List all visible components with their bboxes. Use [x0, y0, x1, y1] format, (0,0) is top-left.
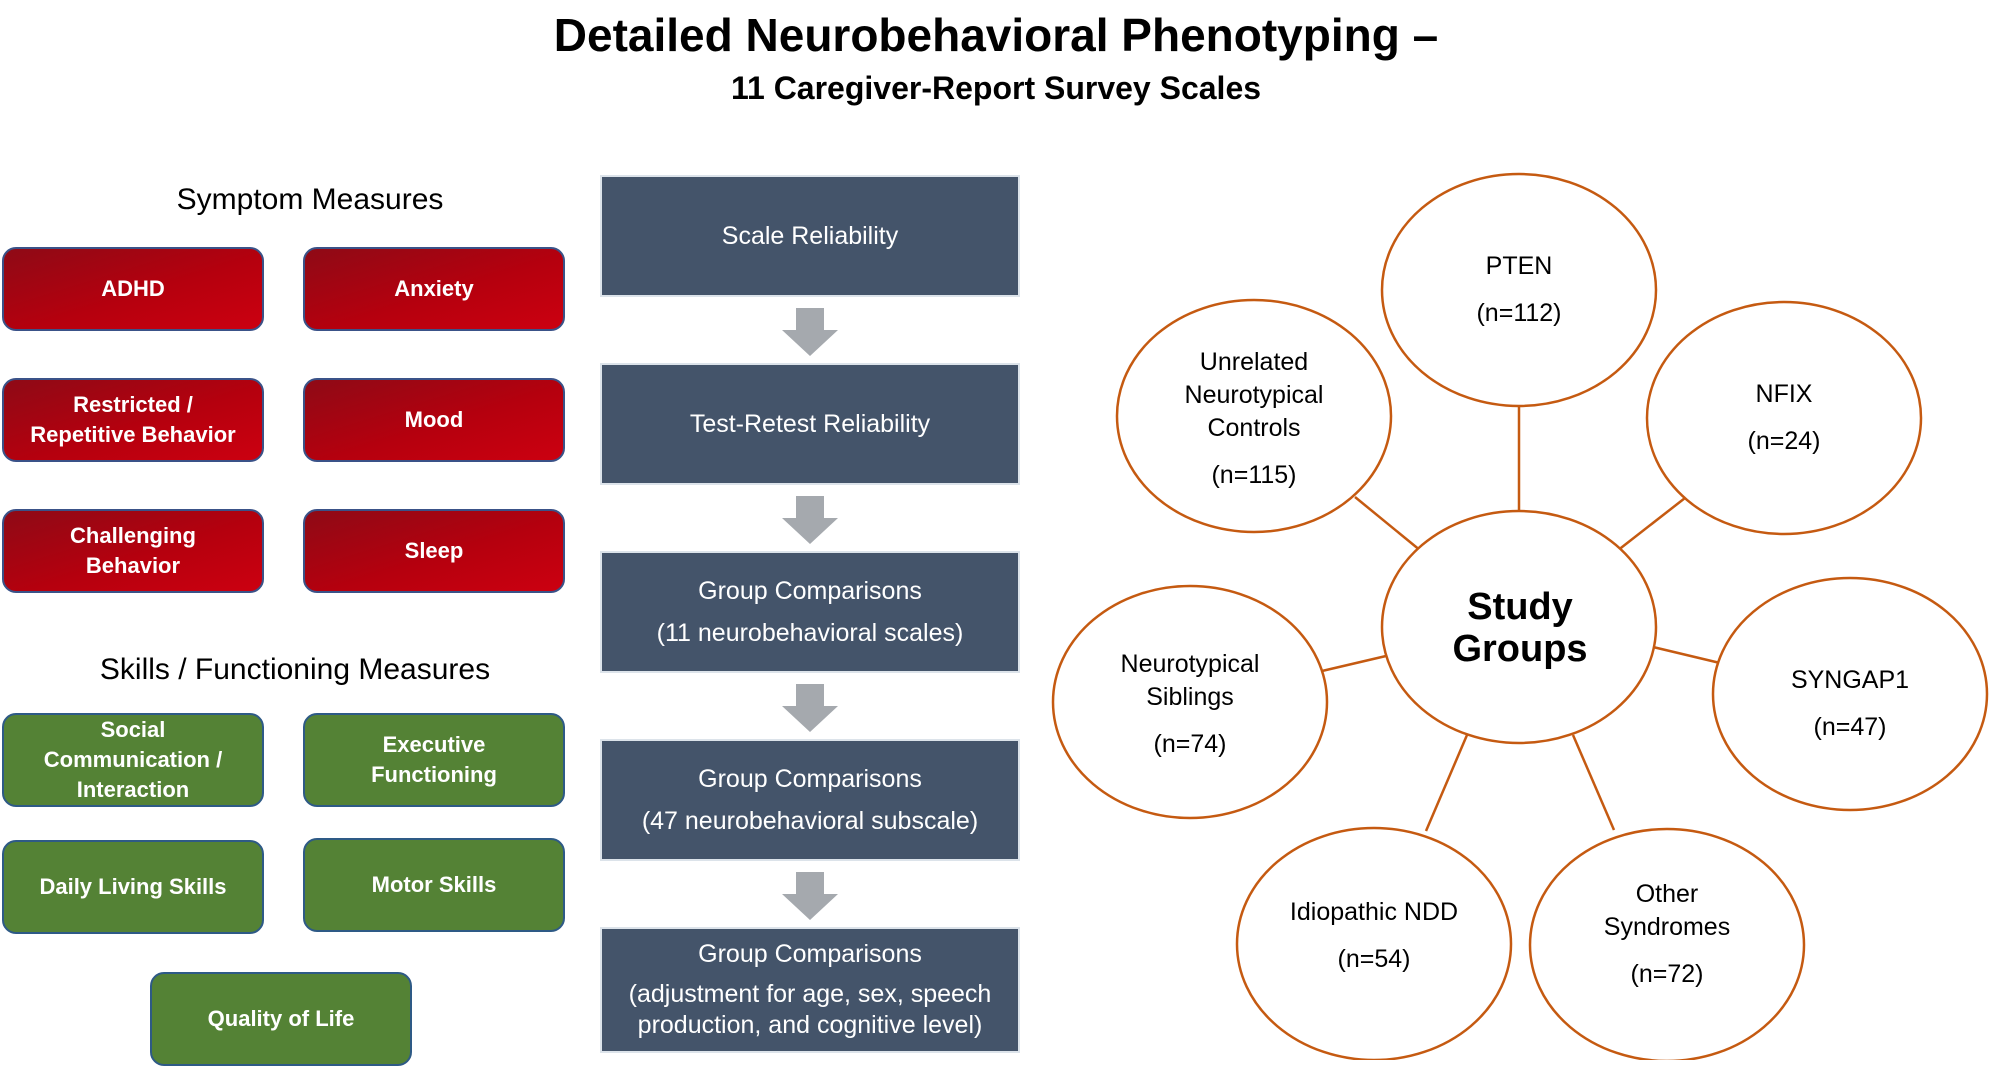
- connector-line: [1321, 654, 1387, 673]
- group-count: (n=115): [1211, 461, 1297, 489]
- group-circle-nfix: [1645, 300, 1923, 536]
- flow-step-group-comparisons-adjusted: Group Comparisons (adjustment for age, s…: [600, 927, 1020, 1053]
- page-subtitle: 11 Caregiver-Report Survey Scales: [730, 70, 1262, 106]
- group-label-pten: PTEN (n=112): [1419, 250, 1619, 330]
- skill-quality-of-life-box: Quality of Life: [150, 972, 412, 1066]
- flow-step-text: Scale Reliability: [721, 222, 899, 250]
- connector-line: [1424, 734, 1469, 832]
- group-label-unrelated-controls: Unrelated Neurotypical Controls (n=115): [1144, 346, 1364, 492]
- group-circle-unrelated-controls: [1115, 298, 1393, 534]
- flow-step-group-comparisons-subscales: Group Comparisons (47 neurobehavioral su…: [600, 739, 1020, 861]
- down-arrow-icon: [782, 872, 838, 920]
- skills-measures-heading: Skills / Functioning Measures: [99, 653, 491, 686]
- symptom-measures-heading: Symptom Measures: [176, 183, 444, 216]
- group-label-syngap1: SYNGAP1 (n=47): [1750, 664, 1950, 744]
- symptom-sleep-box: Sleep: [303, 509, 565, 593]
- flow-step-text: Group Comparisons: [698, 940, 922, 968]
- symptom-restricted-repetitive-box: Restricted / Repetitive Behavior: [2, 378, 264, 462]
- connector-line: [1652, 645, 1721, 665]
- group-name: Neurotypical: [1120, 650, 1260, 678]
- flow-step-text: (adjustment for age, sex, speech: [628, 980, 992, 1008]
- skill-daily-living-box: Daily Living Skills: [2, 840, 264, 934]
- connector-line: [1616, 497, 1686, 552]
- study-groups-center-label: Study Groups: [1380, 586, 1660, 670]
- skill-motor-skills-box: Motor Skills: [303, 838, 565, 932]
- flow-step-text: Group Comparisons: [698, 577, 922, 605]
- group-name: Unrelated: [1199, 348, 1309, 376]
- group-count: (n=47): [1813, 713, 1887, 741]
- group-circle-other-syndromes: [1528, 827, 1806, 1060]
- group-label-nfix: NFIX (n=24): [1684, 378, 1884, 458]
- group-name: NFIX: [1755, 380, 1813, 408]
- flow-step-text: production, and cognitive level): [637, 1011, 983, 1039]
- group-name: Neurotypical: [1184, 381, 1324, 409]
- symptom-adhd-box: ADHD: [2, 247, 264, 331]
- center-label-line: Groups: [1452, 628, 1588, 670]
- flow-step-text: (11 neurobehavioral scales): [656, 619, 964, 647]
- group-name: Other: [1635, 880, 1699, 908]
- group-count: (n=112): [1476, 299, 1562, 327]
- down-arrow-icon: [782, 496, 838, 544]
- group-count: (n=72): [1630, 960, 1704, 988]
- connector-line: [1571, 734, 1616, 831]
- down-arrow-icon: [782, 308, 838, 356]
- flow-step-text: Test-Retest Reliability: [689, 410, 931, 438]
- group-label-neurotypical-siblings: Neurotypical Siblings (n=74): [1090, 648, 1290, 761]
- center-circle-study-groups: [1380, 509, 1658, 745]
- group-circle-idiopathic-ndd: [1235, 826, 1513, 1060]
- group-count: (n=24): [1747, 427, 1821, 455]
- skill-executive-functioning-box: Executive Functioning: [303, 713, 565, 807]
- group-count: (n=54): [1337, 945, 1411, 973]
- group-label-other-syndromes: Other Syndromes (n=72): [1567, 878, 1767, 991]
- flow-step-text: Group Comparisons: [698, 765, 922, 793]
- symptom-challenging-behavior-box: Challenging Behavior: [2, 509, 264, 593]
- study-groups-diagram: [1051, 172, 1989, 1060]
- group-circle-pten: [1380, 172, 1658, 408]
- group-count: (n=74): [1153, 730, 1227, 758]
- connector-line: [1354, 496, 1422, 552]
- symptom-mood-box: Mood: [303, 378, 565, 462]
- group-name: PTEN: [1485, 252, 1553, 280]
- flow-step-scale-reliability: Scale Reliability: [600, 175, 1020, 297]
- page-title: Detailed Neurobehavioral Phenotyping –: [553, 9, 1439, 61]
- symptom-anxiety-box: Anxiety: [303, 247, 565, 331]
- group-name: Siblings: [1146, 683, 1234, 711]
- group-name: Controls: [1207, 414, 1301, 442]
- group-name: Syndromes: [1603, 913, 1731, 941]
- group-circle-neurotypical-siblings: [1051, 584, 1329, 820]
- down-arrow-icon: [782, 684, 838, 732]
- group-name: SYNGAP1: [1790, 666, 1910, 694]
- group-circle-syngap1: [1711, 576, 1989, 812]
- flow-step-test-retest: Test-Retest Reliability: [600, 363, 1020, 485]
- group-name: Idiopathic NDD: [1289, 898, 1459, 926]
- skill-social-communication-box: Social Communication / Interaction: [2, 713, 264, 807]
- group-label-idiopathic-ndd: Idiopathic NDD (n=54): [1264, 896, 1484, 976]
- flow-step-text: (47 neurobehavioral subscale): [641, 807, 979, 835]
- flow-step-group-comparisons-scales: Group Comparisons (11 neurobehavioral sc…: [600, 551, 1020, 673]
- center-label-line: Study: [1467, 586, 1573, 628]
